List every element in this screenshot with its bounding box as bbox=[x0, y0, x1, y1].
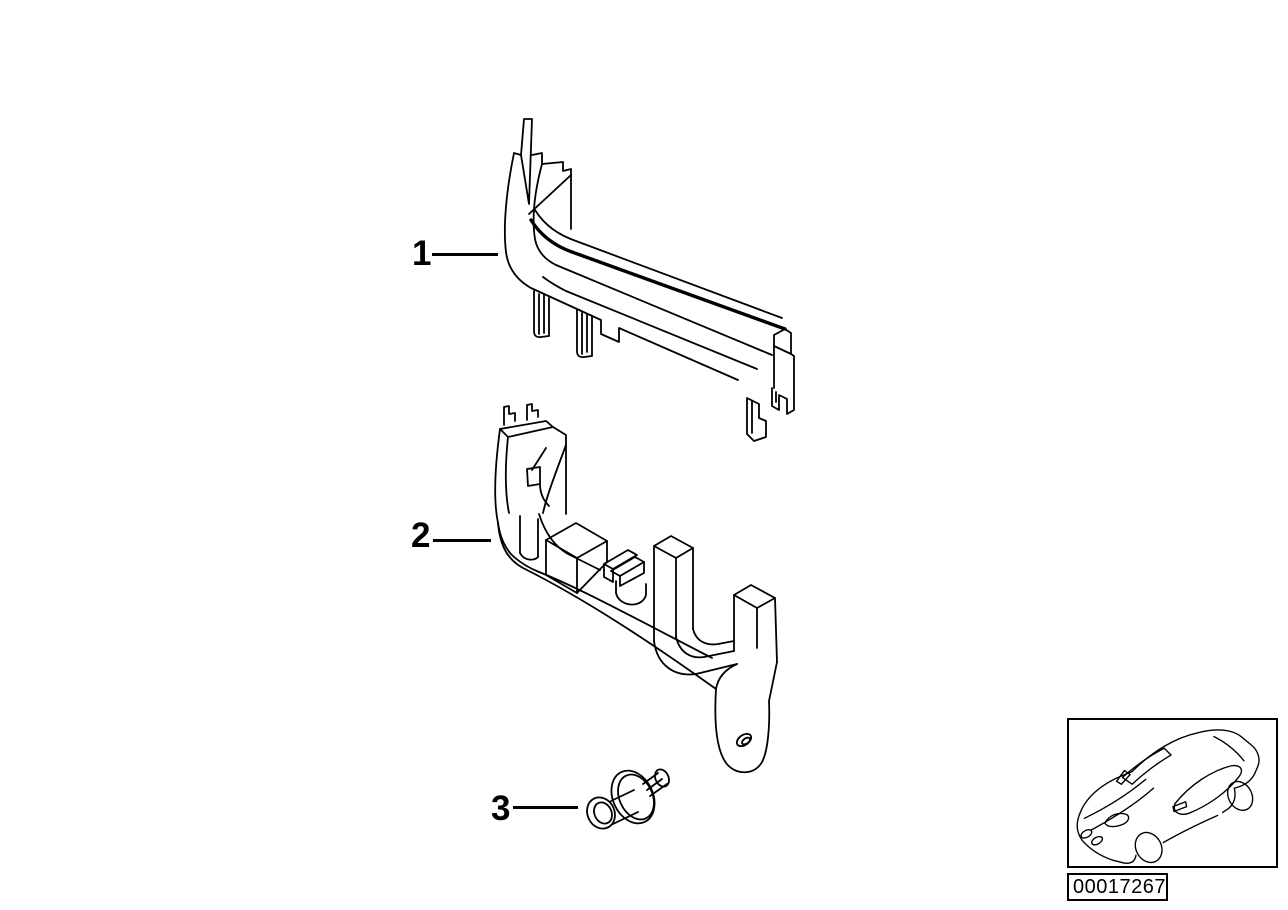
callout-1-leader-line bbox=[432, 253, 498, 256]
part-2-bracket-drawing bbox=[494, 403, 778, 774]
callout-2-label[interactable]: 2 bbox=[411, 516, 431, 555]
callout-3-leader-line bbox=[513, 806, 578, 809]
car-thumbnail bbox=[1067, 718, 1278, 868]
callout-3-label[interactable]: 3 bbox=[491, 789, 511, 828]
image-code-plate: 00017267 bbox=[1067, 873, 1168, 901]
part-1-cover-drawing bbox=[503, 118, 795, 442]
part-3-rivet-drawing bbox=[586, 768, 670, 830]
car-icon bbox=[1076, 729, 1260, 864]
callout-1-label[interactable]: 1 bbox=[412, 234, 432, 273]
callout-3[interactable]: 3 bbox=[484, 791, 584, 827]
callout-2-leader-line bbox=[433, 539, 491, 542]
callout-1[interactable]: 1 bbox=[405, 236, 505, 272]
callout-2[interactable]: 2 bbox=[404, 518, 499, 554]
image-code: 00017267 bbox=[1073, 876, 1166, 898]
